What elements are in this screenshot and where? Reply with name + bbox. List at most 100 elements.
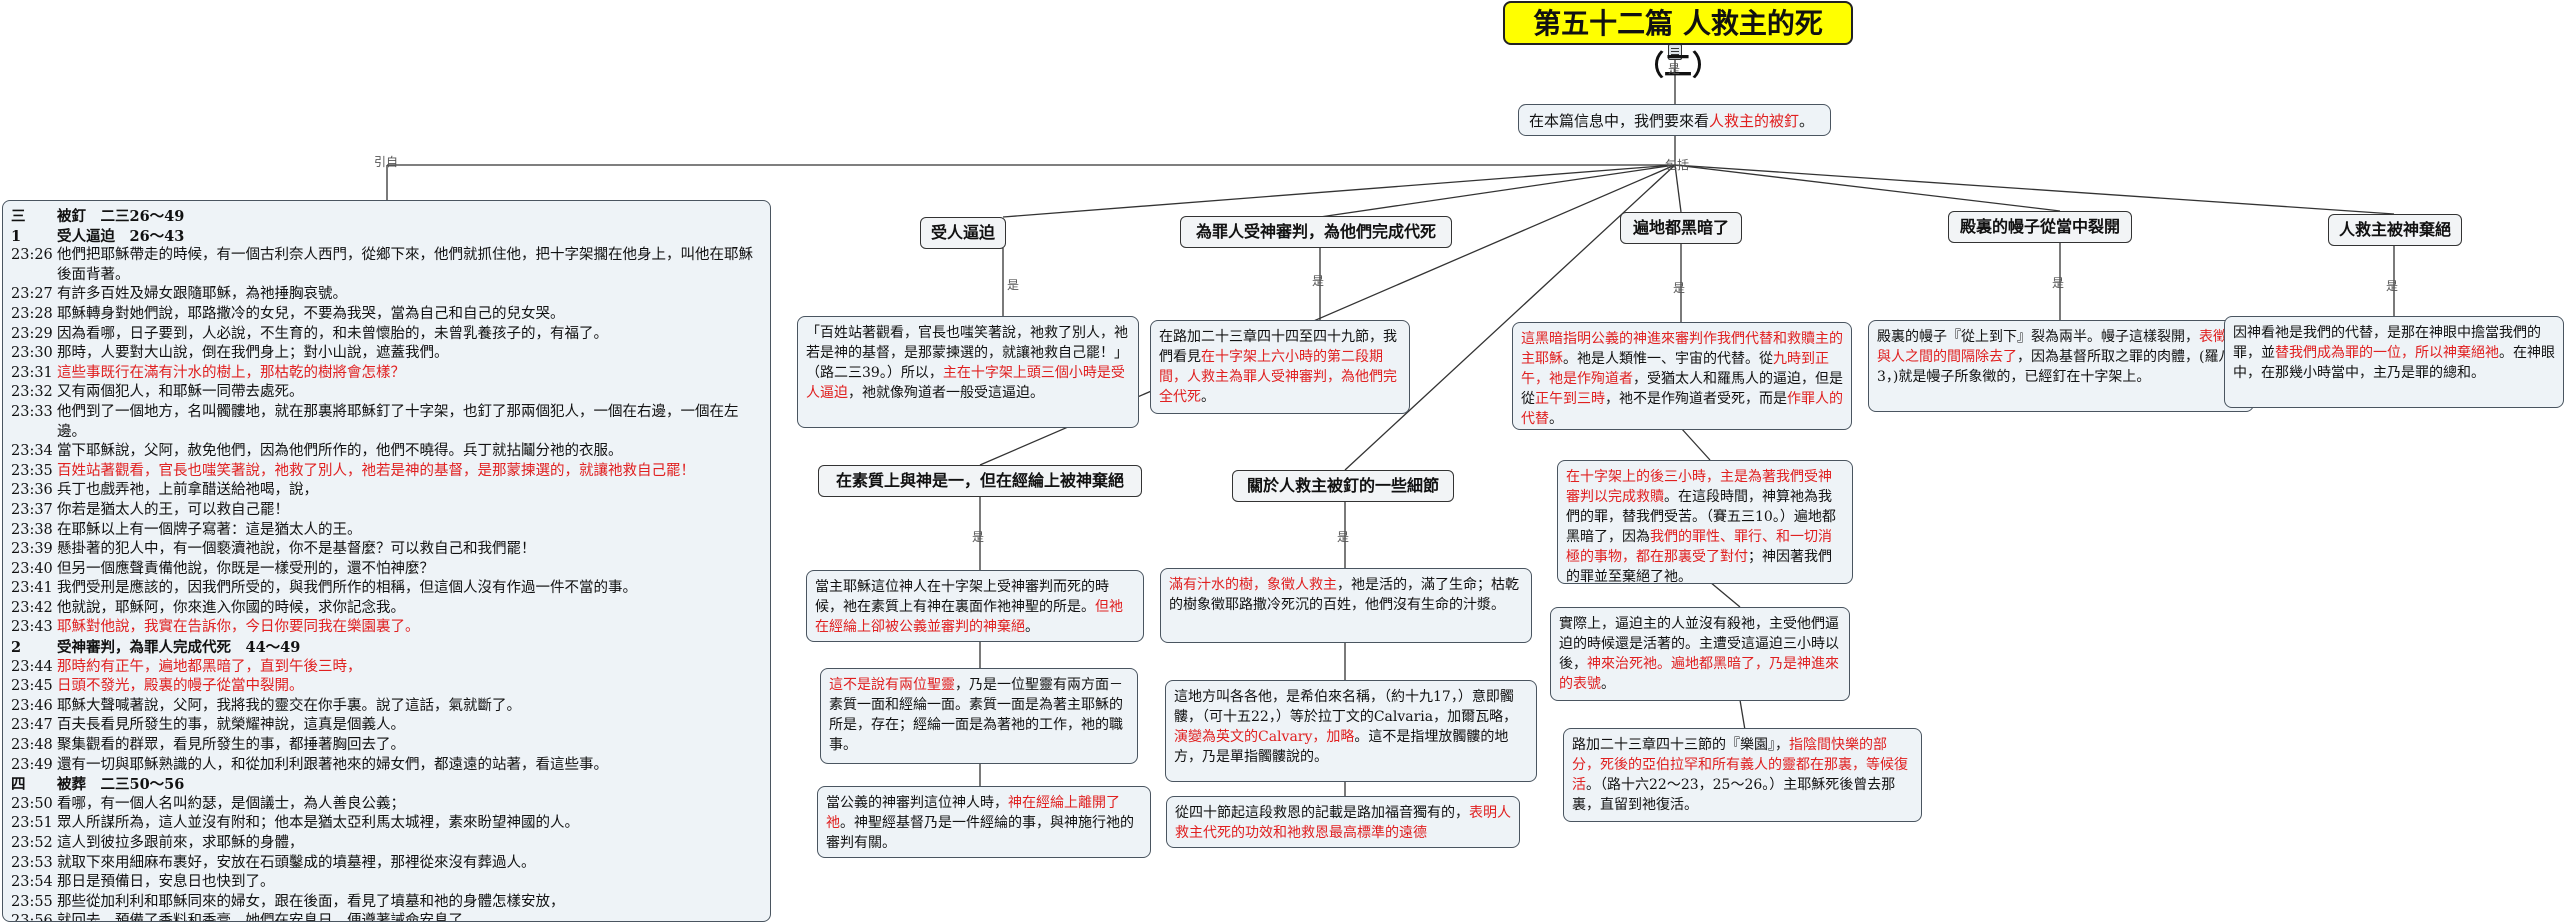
root-text-pre: 在本篇信息中，我們要來看 xyxy=(1529,112,1710,130)
map-title: 第五十二篇 人救主的死（二） xyxy=(1503,1,1853,82)
verse-text: 在耶穌以上有一個牌子寫著：這是猶太人的王。 xyxy=(57,521,362,538)
verse-text: 那時，人要對大山說，倒在我們身上；對小山說，遮蓋我們。 xyxy=(57,345,449,362)
verse-text: 有許多百姓及婦女跟隨耶穌，為祂捶胸哀號。 xyxy=(57,286,347,303)
verse-text: 看哪，有一個人名叫約瑟，是個議士，為人善良公義； xyxy=(57,795,405,812)
verse-text: 他們把耶穌帶走的時候，有一個古利奈人西門，從鄉下來，他們就抓住他，把十字架擱在他… xyxy=(57,247,753,283)
verse-text: 這些事既行在滿有汁水的樹上，那枯乾的樹將會怎樣？ xyxy=(57,364,405,381)
verse-ref: 23:27 xyxy=(11,286,53,303)
verse-ref: 23:43 xyxy=(11,619,53,636)
verse-text: 這人到彼拉多跟前來，求耶穌的身體， xyxy=(57,835,304,851)
note-essence-economy: 當主耶穌這位神人在十字架上受神審判而死的時候，祂在素質上有神在裏面作祂神聖的所是… xyxy=(806,570,1144,642)
verse-text: 那時約有正午，遍地都黑暗了，直到午後三時， xyxy=(57,658,362,675)
verse-ref: 23:52 xyxy=(11,835,53,851)
label-quote: 引自 xyxy=(374,155,399,169)
note-economy-left: 當公義的神審判這位神人時，神在經綸上離開了祂。神聖經基督乃是一件經綸的事，與神施… xyxy=(817,786,1151,858)
note-darkness-meaning: 這黑暗指明公義的神進來審判作我們代替和救贖主的主耶穌。祂是人類惟一、宇宙的代替。… xyxy=(1512,322,1852,430)
verse-ref: 23:26 xyxy=(11,247,53,264)
verse-text: 那日是預備日，安息日也快到了。 xyxy=(57,874,275,891)
verse-ref: 23:51 xyxy=(11,815,53,832)
verse-ref: 23:45 xyxy=(11,678,53,695)
note-last-three-hours: 在十字架上的後三小時，主是為著我們受神審判以完成救贖。在這段時間，神算祂為我們的… xyxy=(1557,460,1853,584)
verse-ref: 三 xyxy=(11,208,26,225)
verse-ref: 23:29 xyxy=(11,325,53,342)
note-god-put-to-death: 實際上，逼迫主的人並沒有殺祂，主受他們逼迫的時候還是活著的。主遭受這逼迫三小時以… xyxy=(1550,607,1850,701)
verse-ref: 23:56 xyxy=(11,913,53,922)
verse-text: 懸掛著的犯人中，有一個褻瀆祂說，你不是基督麼？可以救自己和我們罷！ xyxy=(57,541,536,558)
verse-ref: 23:50 xyxy=(11,795,53,812)
verse-ref: 四 xyxy=(11,776,26,794)
topic-veil-rent: 殿裏的幔子從當中裂開 xyxy=(1948,211,2132,243)
verse-text: 他們到了一個地方，名叫髑髏地，就在那裏將耶穌釘了十字架，也釘了那兩個犯人，一個在… xyxy=(57,403,739,440)
note-green-tree: 滿有汁水的樹，象徵人救主，祂是活的，滿了生命；枯乾的樹象徵耶路撒冷死沉的百姓，他… xyxy=(1160,568,1532,643)
topic-darkness: 遍地都黑暗了 xyxy=(1620,212,1742,244)
verse-ref: 23:55 xyxy=(11,893,53,910)
verse-ref: 23:42 xyxy=(11,599,53,616)
verse-text: 就取下來用細麻布裹好，安放在石頭鑿成的墳墓裡，那裡從來沒有葬過人。 xyxy=(57,854,536,871)
verse-ref: 23:48 xyxy=(11,737,53,754)
verse-ref: 23:53 xyxy=(11,854,53,871)
label-is-t7: 是 xyxy=(1337,530,1350,544)
label-is-t3: 是 xyxy=(1673,281,1686,295)
verse-text: 受人逼迫 26～43 xyxy=(57,227,185,245)
note-luke-unique: 從四十節起這段救恩的記載是路加福音獨有的，表明人救主代死的功效和祂救恩最高標準的… xyxy=(1166,796,1520,848)
verse-ref: 23:44 xyxy=(11,658,53,675)
verse-text: 因為看哪，日子要到，人必說，不生育的，和未曾懷胎的，未曾乳養孩子的，有福了。 xyxy=(57,325,608,342)
label-is-root: 是 xyxy=(1668,62,1681,76)
label-is-t6: 是 xyxy=(972,530,985,544)
verse-text: 你若是猶太人的王，可以救自己罷！ xyxy=(57,501,289,518)
note-veil: 殿裏的幔子『從上到下』裂為兩半。幔子這樣裂開，表徵神與人之間的間隔除去了，因為基… xyxy=(1868,320,2254,412)
verse-text: 被釘 二三26～49 xyxy=(57,208,185,225)
verse-ref: 23:33 xyxy=(11,403,53,420)
note-two-spirits: 這不是說有兩位聖靈，乃是一位聖靈有兩方面－素質一面和經綸一面。素質一面是為著主耶… xyxy=(820,668,1138,764)
verse-ref: 23:49 xyxy=(11,756,53,773)
verse-text: 但另一個應聲責備他說，你既是一樣受刑的，還不怕神麼？ xyxy=(57,560,434,577)
verse-ref: 23:30 xyxy=(11,345,53,362)
topic-one-in-essence: 在素質上與神是一，但在經綸上被神棄絕 xyxy=(818,465,1142,497)
verse-text: 耶穌大聲喊著說，父阿，我將我的靈交在你手裏。說了這話，氣就斷了。 xyxy=(57,697,521,714)
verse-row: 四 被葬 二三50～56 xyxy=(11,775,762,795)
root-text-highlight: 人救主的被釘 xyxy=(1709,112,1800,130)
verse-ref: 2 xyxy=(11,639,22,657)
note-golgotha: 這地方叫各各他，是希伯來名稱，（約十九17，）意即髑髏，（可十五22，）等於拉丁… xyxy=(1165,680,1537,782)
verse-row: 2 受神審判，為罪人完成代死 44～49 xyxy=(11,638,762,658)
verse-text: 還有一切與耶穌熟識的人，和從加利利跟著祂來的婦女們，都遠遠的站著，看這些事。 xyxy=(57,756,608,773)
topic-forsaken: 人救主被神棄絕 xyxy=(2328,214,2462,246)
note-judgment: 在路加二十三章四十四至四十九節，我們看見在十字架上六小時的第二段期間，人救主為罪… xyxy=(1150,320,1410,414)
topic-crucifixion-details: 關於人救主被釘的一些細節 xyxy=(1232,470,1454,502)
verse-ref: 23:32 xyxy=(11,384,53,401)
verse-ref: 23:39 xyxy=(11,541,53,558)
verse-ref: 23:46 xyxy=(11,697,53,714)
verse-text: 被葬 二三50～56 xyxy=(57,776,185,794)
verse-text: 當下耶穌說，父阿，赦免他們，因為他們所作的，他們不曉得。兵丁就拈鬮分祂的衣服。 xyxy=(57,443,623,460)
verse-text: 受神審判，為罪人完成代死 44～49 xyxy=(57,639,301,657)
verse-ref: 23:47 xyxy=(11,717,53,734)
verse-row: 三 被釘 二三26～49 xyxy=(11,207,762,227)
verse-text: 兵丁也戲弄祂，上前拿醋送給祂喝，說， xyxy=(57,482,318,499)
label-is-t2: 是 xyxy=(1312,274,1325,288)
verse-text: 我們受刑是應該的，因我們所受的，與我們所作的相稱，但這個人沒有作過一件不當的事。 xyxy=(57,580,637,597)
topic-persecuted: 受人逼迫 xyxy=(920,217,1006,249)
verse-text: 又有兩個犯人，和耶穌一同帶去處死。 xyxy=(57,384,304,401)
